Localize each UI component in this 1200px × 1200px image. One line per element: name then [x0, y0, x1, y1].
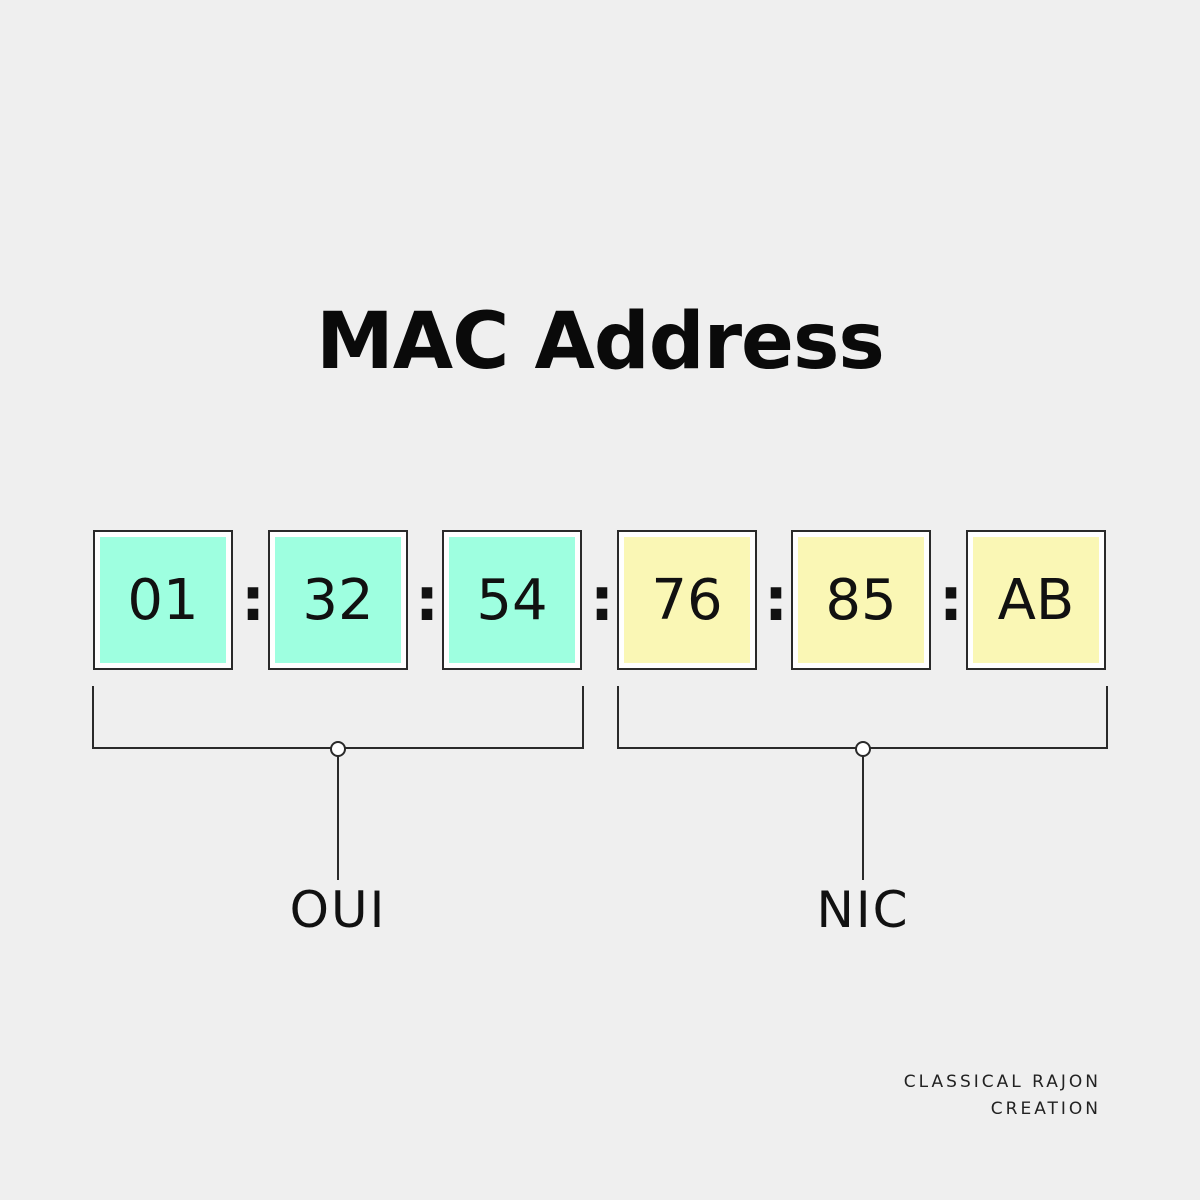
octet-box-5: 85: [791, 530, 931, 670]
octet-value-3: 54: [449, 537, 575, 663]
nic-label: NIC: [816, 881, 910, 939]
separator-colon-2: :: [415, 565, 439, 635]
octet-value-6: AB: [973, 537, 1099, 663]
octet-value-1: 01: [100, 537, 226, 663]
separator-colon-3: :: [590, 565, 614, 635]
diagram-title: MAC Address: [316, 297, 885, 387]
octet-value-5: 85: [798, 537, 924, 663]
octet-box-1: 01: [93, 530, 233, 670]
octet-box-2: 32: [268, 530, 408, 670]
oui-bracket: [92, 686, 584, 880]
credit-line-1: CLASSICAL RAJON: [903, 1072, 1101, 1092]
credit-text: CLASSICAL RAJON CREATION: [904, 1069, 1101, 1123]
octet-box-6: AB: [966, 530, 1106, 670]
separator-colon-5: :: [939, 565, 963, 635]
octet-value-4: 76: [624, 537, 750, 663]
oui-label: OUI: [289, 881, 387, 939]
octet-value-2: 32: [275, 537, 401, 663]
separator-colon-1: :: [241, 565, 265, 635]
nic-bracket: [617, 686, 1108, 880]
octet-box-3: 54: [442, 530, 582, 670]
separator-colon-4: :: [764, 565, 788, 635]
octet-box-4: 76: [617, 530, 757, 670]
credit-line-2: CREATION: [990, 1099, 1101, 1119]
